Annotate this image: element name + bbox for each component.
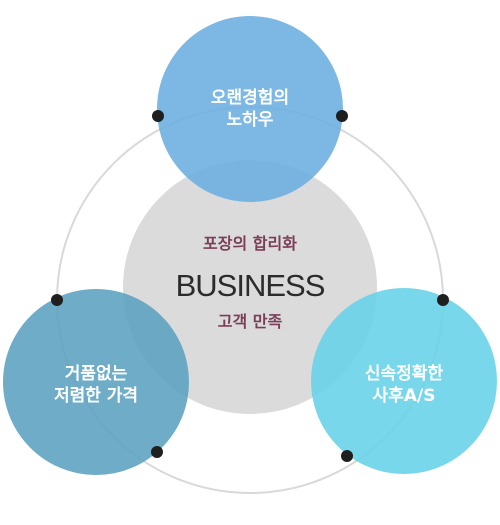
center-line1: 포장의 합리화 xyxy=(203,234,297,253)
ring-dot xyxy=(152,110,164,122)
center-circle xyxy=(123,160,377,414)
left-circle xyxy=(3,289,189,475)
right-node-text: 신속정확한 사후A/S xyxy=(324,363,484,407)
ring-dot xyxy=(51,294,63,306)
right-node-line2: 사후A/S xyxy=(372,386,436,407)
ring-dot xyxy=(437,294,449,306)
right-node-line1: 신속정확한 xyxy=(364,364,444,384)
top-node-text: 오랜경험의 노하우 xyxy=(170,87,330,131)
top-node-line1: 오랜경험의 xyxy=(210,88,290,108)
center-line3: 고객 만족 xyxy=(217,312,283,331)
right-circle xyxy=(311,288,497,474)
left-node-line2: 저렴한 가격 xyxy=(53,386,139,407)
top-node-line2: 노하우 xyxy=(226,110,274,131)
left-node-line1: 거품없는 xyxy=(64,364,128,384)
ring-dot xyxy=(341,450,353,462)
ring-dot xyxy=(151,446,163,458)
ring-dot xyxy=(336,110,348,122)
top-circle xyxy=(157,16,343,202)
center-main-text: BUSINESS xyxy=(175,268,326,303)
left-node-text: 거품없는 저렴한 가격 xyxy=(16,363,176,407)
